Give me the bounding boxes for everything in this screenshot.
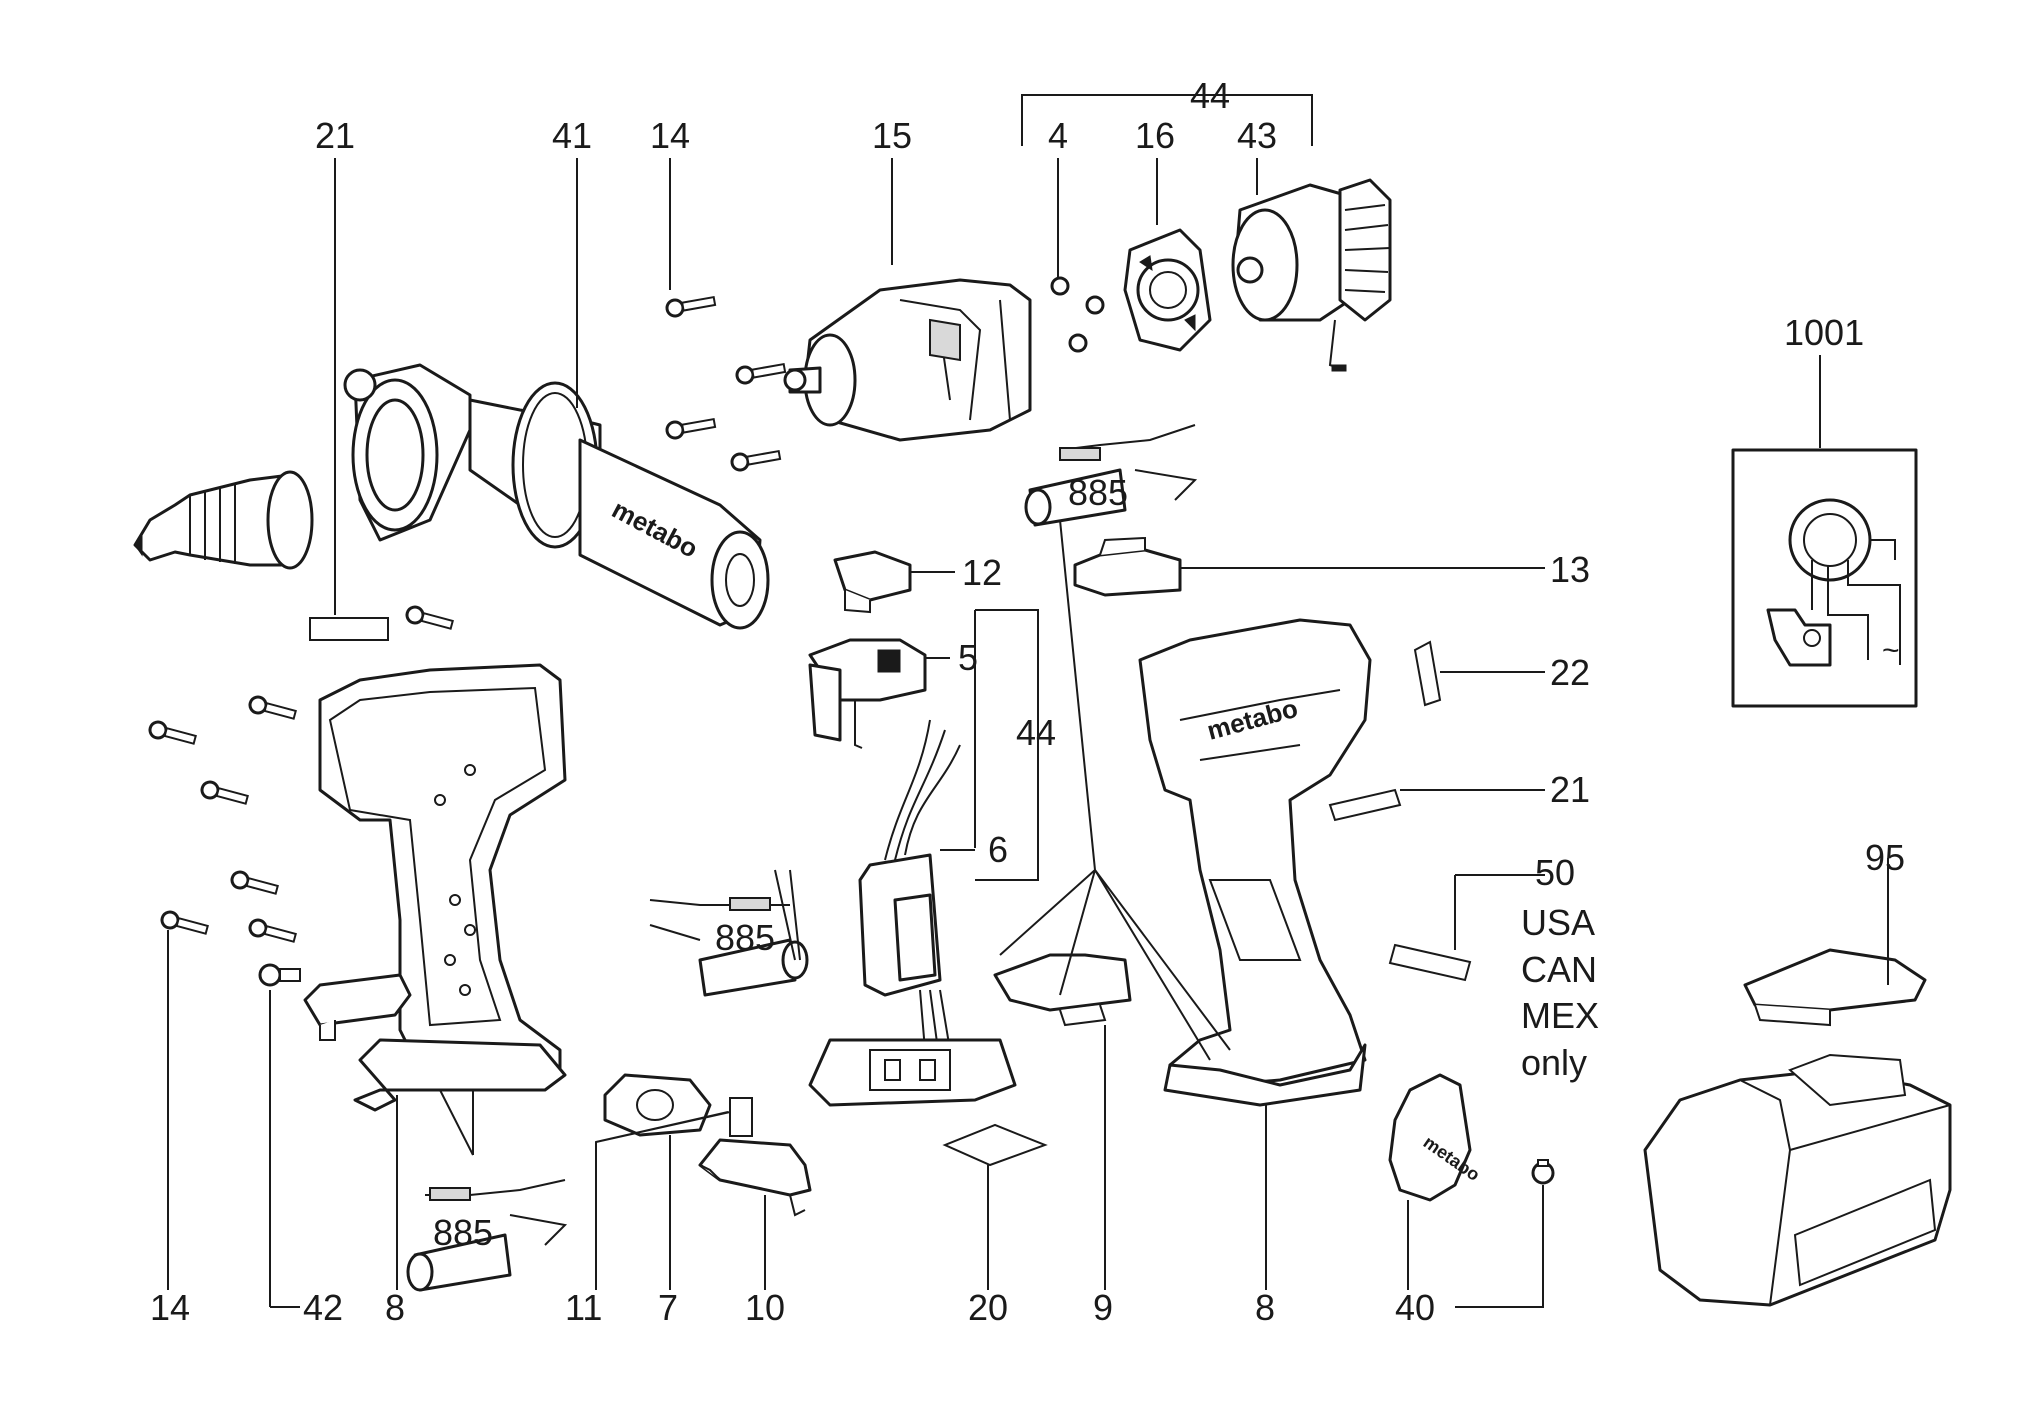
part-7 bbox=[603, 1073, 712, 1137]
label-16: 16 bbox=[1135, 115, 1175, 156]
keyless-chuck bbox=[133, 470, 314, 570]
screw-40 bbox=[1531, 1159, 1555, 1185]
callout-labels: 21 41 14 15 44 4 16 43 1001 885 12 13 5 … bbox=[150, 75, 1905, 1328]
note-50-line3: MEX bbox=[1521, 995, 1599, 1036]
note-50-line4: only bbox=[1521, 1042, 1587, 1083]
label-40: 40 bbox=[1395, 1287, 1435, 1328]
motor-end-plate bbox=[1123, 228, 1212, 352]
circuit-inset: ~ bbox=[1731, 448, 1918, 708]
note-50-line2: CAN bbox=[1521, 949, 1597, 990]
sticker-22 bbox=[1413, 640, 1442, 707]
grease-tube-bottom bbox=[406, 1179, 568, 1292]
belt-clip: metabo bbox=[1388, 1073, 1484, 1202]
label-42: 42 bbox=[303, 1287, 343, 1328]
label-14-bottom: 14 bbox=[150, 1287, 190, 1328]
screws-group-top bbox=[665, 295, 787, 472]
battery-contact-plate bbox=[808, 1038, 1017, 1107]
battery-slide-cover bbox=[1743, 948, 1927, 1027]
label-14-top: 14 bbox=[650, 115, 690, 156]
part-20 bbox=[942, 1123, 1048, 1167]
sticker-50 bbox=[1388, 943, 1472, 982]
label-12: 12 bbox=[962, 552, 1002, 593]
part-42 bbox=[303, 973, 412, 1041]
label-21-left bbox=[309, 617, 389, 641]
label-885-top: 885 bbox=[1068, 472, 1128, 513]
label-10: 10 bbox=[745, 1287, 785, 1328]
label-4: 4 bbox=[1048, 115, 1068, 156]
label-1001: 1001 bbox=[1784, 312, 1864, 353]
part-9 bbox=[993, 953, 1132, 1027]
label-21-top: 21 bbox=[315, 115, 355, 156]
label-6: 6 bbox=[988, 829, 1008, 870]
part-13 bbox=[1073, 536, 1182, 597]
label-22: 22 bbox=[1550, 652, 1590, 693]
label-21-right: 21 bbox=[1550, 769, 1590, 810]
label-8-left: 8 bbox=[385, 1287, 405, 1328]
label-13: 13 bbox=[1550, 549, 1590, 590]
label-885-bottom: 885 bbox=[433, 1212, 493, 1253]
grease-tube-top bbox=[1024, 424, 1198, 527]
label-43: 43 bbox=[1237, 115, 1277, 156]
leader-lines bbox=[167, 94, 1889, 1308]
note-50-line1: USA bbox=[1521, 902, 1595, 943]
label-5: 5 bbox=[958, 637, 978, 678]
grease-tube-middle bbox=[649, 897, 809, 997]
label-9: 9 bbox=[1093, 1287, 1113, 1328]
trigger-switch bbox=[808, 638, 927, 749]
housing-half-left bbox=[318, 663, 567, 1112]
svg-text:~: ~ bbox=[1882, 634, 1900, 667]
electronics-module bbox=[858, 719, 961, 1051]
sticker-21-right bbox=[1328, 788, 1402, 822]
part-10 bbox=[698, 1138, 812, 1217]
label-15: 15 bbox=[872, 115, 912, 156]
housing-half-right: metabo bbox=[1138, 618, 1372, 1107]
screws-4 bbox=[1050, 276, 1105, 353]
label-50: 50 bbox=[1535, 852, 1575, 893]
spring-11 bbox=[729, 1097, 753, 1137]
label-11: 11 bbox=[565, 1287, 602, 1328]
label-20: 20 bbox=[968, 1287, 1008, 1328]
label-8-right: 8 bbox=[1255, 1287, 1275, 1328]
battery-pack bbox=[1643, 1053, 1952, 1307]
label-885-mid: 885 bbox=[715, 917, 775, 958]
label-41: 41 bbox=[552, 115, 592, 156]
side-handle: metabo bbox=[343, 363, 770, 630]
label-95: 95 bbox=[1865, 837, 1905, 878]
label-44-mid: 44 bbox=[1016, 712, 1056, 753]
motor bbox=[1231, 178, 1392, 372]
switch-cover-12 bbox=[833, 550, 912, 614]
gearbox bbox=[783, 278, 1032, 442]
label-44-top: 44 bbox=[1190, 75, 1230, 116]
screws-group-left bbox=[148, 605, 454, 987]
label-7: 7 bbox=[658, 1287, 678, 1328]
